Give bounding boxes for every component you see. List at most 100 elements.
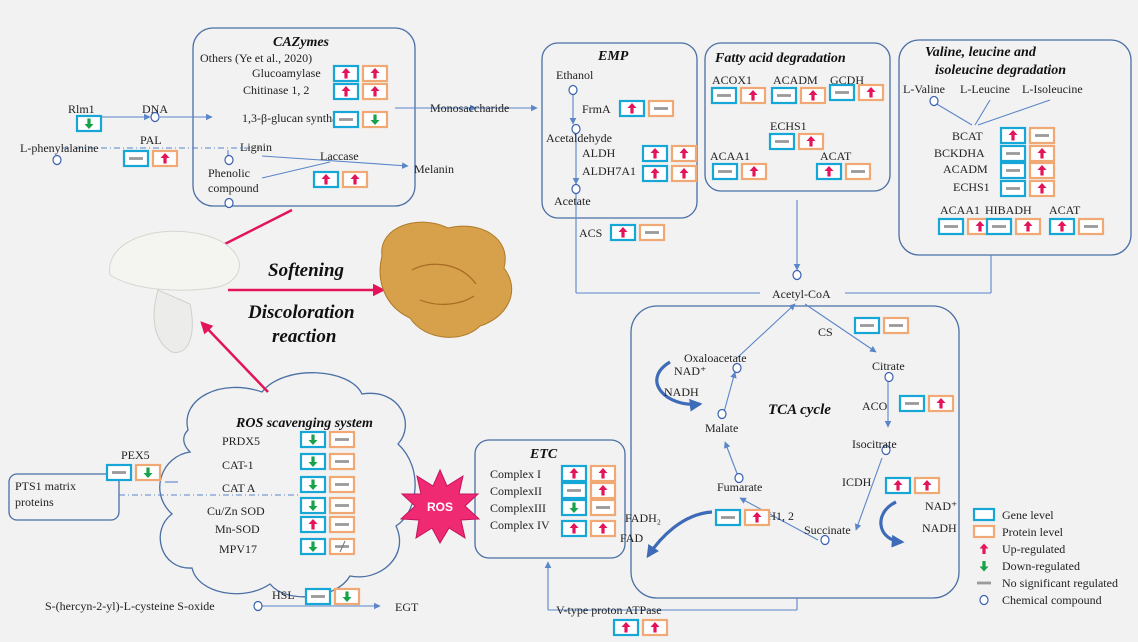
label-malate: Malate bbox=[705, 421, 738, 435]
label-acox1: ACOX1 bbox=[712, 73, 752, 87]
compound-node bbox=[224, 197, 234, 209]
regulation-acs bbox=[609, 223, 666, 242]
cata-gene-down-arrow-icon bbox=[308, 479, 318, 490]
label-hsl: HSL bbox=[272, 588, 295, 602]
label-glucoam: Glucoamylase bbox=[252, 66, 321, 80]
icdh-protein-up-arrow-icon bbox=[922, 480, 932, 491]
mpv17-gene-down-arrow-icon bbox=[308, 541, 318, 552]
regulation-glucoam bbox=[332, 64, 389, 83]
hibadh-protein-up-arrow-icon bbox=[1023, 221, 1033, 232]
compound-node bbox=[734, 472, 744, 484]
label-acadm-f: ACADM bbox=[773, 73, 818, 87]
cuzn-gene-down-arrow-icon bbox=[308, 500, 318, 511]
label-pal: PAL bbox=[140, 133, 162, 147]
echs1-v-gene-no-change-icon bbox=[1006, 187, 1020, 190]
label-lleu: L-Leucine bbox=[960, 82, 1010, 96]
glucoam-gene-up-arrow-icon bbox=[341, 68, 351, 79]
regulation-aco bbox=[898, 394, 955, 413]
etc-box bbox=[474, 439, 626, 559]
legend-label-up: Up-regulated bbox=[1002, 542, 1065, 556]
prdx5-protein-no-change-icon bbox=[335, 438, 349, 441]
ros-badge-label: ROS bbox=[427, 500, 453, 514]
vatpase-gene-up-arrow-icon bbox=[621, 622, 631, 633]
legend-label-down: Down-regulated bbox=[1002, 559, 1080, 573]
acaa1-v-protein-up-arrow-icon bbox=[975, 221, 985, 232]
compound-node bbox=[150, 111, 160, 123]
acox1-protein-up-arrow-icon bbox=[748, 90, 758, 101]
cat1-protein-no-change-icon bbox=[335, 460, 349, 463]
label-complex4: Complex IV bbox=[490, 518, 550, 532]
regulation-chitinase bbox=[332, 82, 389, 101]
rlm1-gene-down-arrow-icon bbox=[84, 118, 94, 129]
gcdh-gene-no-change-icon bbox=[835, 91, 849, 94]
cuzn-protein-no-change-icon bbox=[335, 504, 349, 507]
label-complex3: ComplexIII bbox=[490, 501, 546, 515]
regulation-bckdha bbox=[999, 144, 1056, 163]
regulation-hsl bbox=[304, 587, 361, 606]
complex3-protein-no-change-icon bbox=[596, 506, 610, 509]
label-icdh: ICDH bbox=[842, 475, 872, 489]
acat-f-protein-no-change-icon bbox=[851, 170, 865, 173]
complex1-protein-up-arrow-icon bbox=[598, 468, 608, 479]
label-monosacch: Monosaccharide bbox=[430, 101, 509, 115]
label-phenolic2: compound bbox=[208, 181, 259, 195]
complex3-gene-down-arrow-icon bbox=[569, 502, 579, 513]
compound-node bbox=[253, 600, 263, 612]
pex5-gene-no-change-icon bbox=[112, 471, 126, 474]
label-fumarate: Fumarate bbox=[717, 480, 762, 494]
label-acs: ACS bbox=[579, 226, 602, 240]
regulation-echs1-v bbox=[999, 179, 1056, 198]
regulation-prdx5 bbox=[299, 430, 356, 449]
compound-node bbox=[224, 154, 234, 166]
regulation-mnsod bbox=[299, 515, 356, 534]
cofactor-curves bbox=[646, 360, 905, 559]
regulation-acox1 bbox=[710, 86, 767, 105]
label-acetate: Acetate bbox=[554, 194, 591, 208]
regulation-complex2 bbox=[560, 481, 617, 500]
label-bckdha: BCKDHA bbox=[934, 146, 985, 160]
acadm-v-gene-no-change-icon bbox=[1006, 169, 1020, 172]
bckdha-gene-no-change-icon bbox=[1006, 152, 1020, 155]
label-phenolic1: Phenolic bbox=[208, 166, 250, 180]
laccase-gene-up-arrow-icon bbox=[321, 174, 331, 185]
regulation-acat-v bbox=[1048, 217, 1105, 236]
emp-box bbox=[541, 42, 698, 219]
label-lile: L-Isoleucine bbox=[1022, 82, 1083, 96]
acadm-v-protein-up-arrow-icon bbox=[1037, 165, 1047, 176]
regulation-boxes bbox=[75, 64, 1105, 637]
label-acat-v: ACAT bbox=[1049, 203, 1081, 217]
mpv17-slash bbox=[339, 540, 346, 553]
label-mnsod: Mn-SOD bbox=[215, 522, 260, 536]
fatty-acid-box bbox=[704, 42, 891, 192]
legend-compound-node bbox=[979, 594, 989, 606]
legend-label-compound: Chemical compound bbox=[1002, 593, 1102, 607]
acaa1-f-protein-up-arrow-icon bbox=[749, 166, 759, 177]
acat-v-protein-no-change-icon bbox=[1084, 225, 1098, 228]
regulation-acaa1-f bbox=[711, 162, 768, 181]
label-lval: L-Valine bbox=[903, 82, 945, 96]
label-bcat: BCAT bbox=[952, 129, 983, 143]
complex2-gene-no-change-icon bbox=[567, 489, 581, 492]
compound-node bbox=[732, 362, 742, 374]
label-nad1: NAD⁺ bbox=[674, 364, 706, 378]
regulation-complex1 bbox=[560, 464, 617, 483]
flow-arrows bbox=[200, 208, 386, 393]
aldh7a1-gene-up-arrow-icon bbox=[650, 168, 660, 179]
label-acadm-v: ACADM bbox=[943, 162, 988, 176]
label-melanin: Melanin bbox=[414, 162, 454, 176]
compound-node bbox=[820, 534, 830, 546]
aldh-protein-up-arrow-icon bbox=[679, 148, 689, 159]
regulation-complex3 bbox=[560, 498, 617, 517]
regulation-cata bbox=[299, 475, 356, 494]
pal-protein-up-arrow-icon bbox=[160, 153, 170, 164]
label-shercyn: S-(hercyn-2-yl)-L-cysteine S-oxide bbox=[45, 599, 215, 613]
cata-protein-no-change-icon bbox=[335, 483, 349, 486]
acat-f-gene-up-arrow-icon bbox=[824, 166, 834, 177]
label-ethanol: Ethanol bbox=[556, 68, 594, 82]
label-nadh1: NADH bbox=[664, 385, 699, 399]
regulation-vatpase bbox=[612, 618, 669, 637]
fresh-mushroom-image bbox=[109, 230, 240, 353]
regulation-sdh bbox=[714, 508, 771, 527]
